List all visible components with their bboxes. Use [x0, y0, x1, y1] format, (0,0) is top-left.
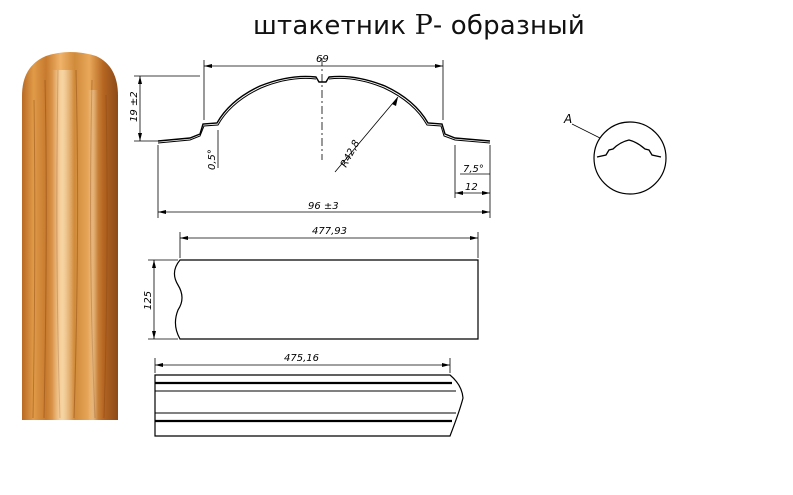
picket-profile-inner	[157, 77, 491, 144]
dim-height: 19 ±2	[129, 91, 140, 122]
dim-front-width: 125	[143, 291, 154, 310]
title-letter: Р-	[414, 10, 443, 41]
dim-side-length: 475,16	[284, 353, 319, 364]
title-suffix: образный	[450, 11, 585, 41]
detail-circle	[593, 121, 667, 195]
detail-label: A	[563, 112, 572, 126]
dim-flange: 12	[465, 182, 478, 193]
side-view-outline	[154, 374, 464, 437]
title-word: штакетник	[253, 11, 407, 41]
dim-radius: R42,8	[339, 138, 362, 169]
front-view-outline	[173, 259, 479, 340]
drawing-title: штакетник Р- образный	[253, 10, 585, 41]
dim-front-length: 477,93	[312, 226, 347, 237]
dim-offset: 0,5°	[207, 149, 218, 170]
dim-total-width: 96 ±3	[308, 201, 339, 212]
dim-angle: 7,5°	[463, 164, 484, 175]
dim-width: 69	[316, 54, 329, 65]
picket-profile	[157, 75, 491, 142]
